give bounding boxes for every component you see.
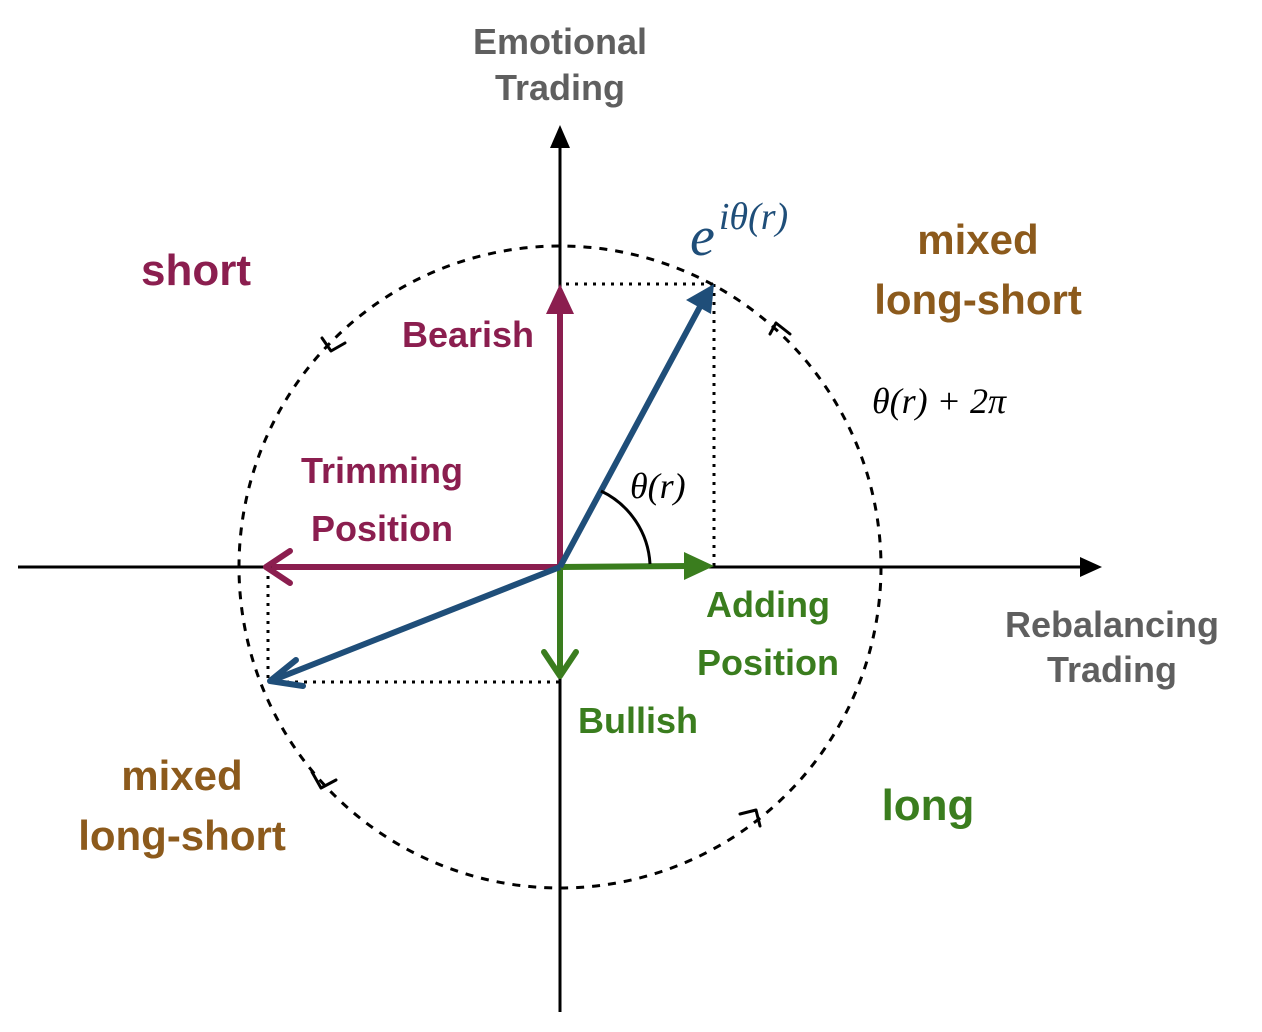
region-mixed-bottom-line2: long-short [78, 812, 286, 859]
circle-arrow-top-left [320, 336, 347, 353]
angle-arc [600, 489, 652, 565]
y-axis-label-line1: Emotional [473, 21, 647, 62]
y-axis-label-line2: Trading [495, 67, 625, 108]
y-axis-arrowhead [550, 125, 570, 148]
euler-base: e [690, 206, 715, 268]
region-mixed-top-line2: long-short [874, 276, 1082, 323]
angle-plus-period-label: θ(r) + 2π [872, 381, 1007, 421]
adding-label-line2: Position [697, 642, 839, 683]
x-axis-label-line1: Rebalancing [1005, 604, 1219, 645]
adding-arrowhead [684, 552, 714, 580]
adding-label-line1: Adding [706, 584, 830, 625]
complex-vector-lower-arrowhead [267, 657, 306, 689]
angle-label: θ(r) [630, 466, 686, 506]
x-axis-label-line2: Trading [1047, 649, 1177, 690]
circle-arrow-bottom-right [738, 808, 762, 828]
region-long-label: long [882, 781, 975, 830]
euler-label: e iθ(r) [690, 196, 788, 268]
circle-arrow-top-right [768, 321, 792, 336]
trimming-label-line2: Position [311, 508, 453, 549]
complex-vector-arrowhead [686, 284, 714, 314]
bearish-arrowhead [546, 284, 574, 314]
trimming-label-line1: Trimming [301, 450, 463, 491]
projection-lines [266, 282, 716, 684]
bullish-label: Bullish [578, 700, 698, 741]
circle-arrow-bottom-left [310, 770, 338, 790]
region-short-label: short [141, 246, 251, 295]
complex-vector-lower [274, 564, 562, 682]
circle-direction-arrows [310, 321, 792, 828]
trimming-arrowhead [263, 548, 293, 586]
bullish-arrowhead [541, 649, 579, 679]
region-mixed-bottom-line1: mixed [121, 752, 242, 799]
bearish-label: Bearish [402, 314, 534, 355]
region-mixed-top-line1: mixed [917, 216, 1038, 263]
adding-vector [559, 563, 691, 570]
euler-exponent: iθ(r) [719, 196, 788, 238]
x-axis-arrowhead [1080, 557, 1102, 577]
complex-vector [557, 301, 705, 569]
